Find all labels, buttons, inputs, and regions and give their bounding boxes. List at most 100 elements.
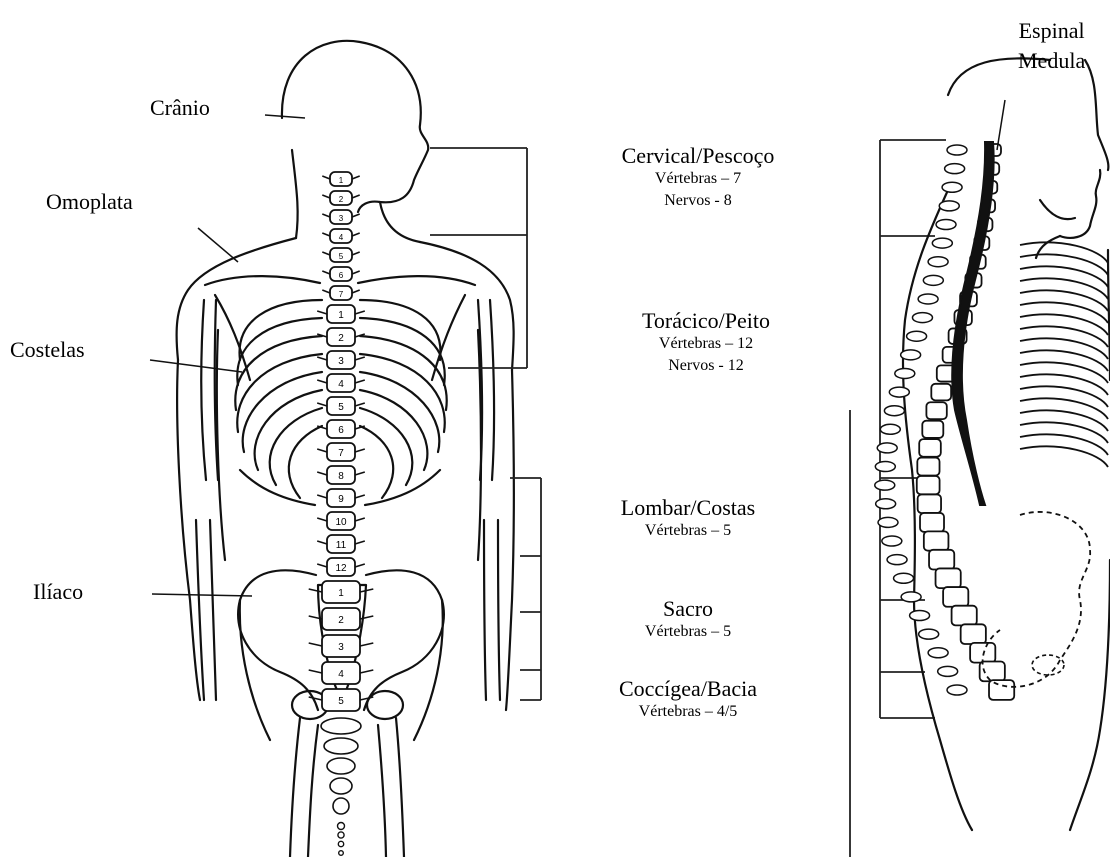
side-vertebra (980, 662, 1005, 682)
side-spinous-process (894, 573, 914, 583)
costelas-pointer (150, 360, 242, 372)
coccyx-segment (338, 832, 344, 838)
vertebra-number: 4 (338, 669, 344, 680)
region-detail: Nervos - 8 (568, 190, 828, 212)
region-lumbar: Lombar/Costas Vértebras – 5 (558, 495, 818, 542)
side-vertebra (965, 273, 981, 287)
side-vertebra (943, 347, 962, 363)
vertebra-number: 4 (339, 233, 344, 242)
humerus-left (201, 300, 218, 480)
side-spinous-process (907, 331, 927, 341)
side-vertebra (920, 513, 944, 532)
side-vertebra (989, 680, 1014, 700)
sacral-segment (327, 758, 355, 774)
cranio-pointer (265, 115, 305, 118)
cranio-label: Crânio (150, 96, 210, 120)
vertebra-number: 2 (338, 333, 344, 344)
head-outline (282, 41, 428, 212)
side-spinous-process (901, 350, 921, 360)
side-rib (1020, 350, 1108, 371)
femur-right (378, 718, 404, 857)
vertebra-number: 10 (335, 517, 347, 528)
clavicle-right (358, 276, 475, 285)
side-rib (1020, 398, 1108, 419)
region-name: Coccígea/Bacia (558, 676, 818, 701)
vertebra-number: 2 (339, 195, 344, 204)
neck-left (292, 150, 298, 238)
vertebra-number: 3 (339, 214, 344, 223)
vertebra-number: 1 (339, 176, 344, 185)
arm-left-inner (217, 330, 225, 560)
side-spinous-process (947, 685, 967, 695)
side-vertebra (987, 162, 1000, 174)
side-spinous-process (919, 629, 939, 639)
side-vertebra (917, 476, 940, 494)
region-detail: Nervos - 12 (576, 355, 836, 377)
hip-outline-right (414, 600, 443, 740)
region-detail: Vértebras – 5 (558, 520, 818, 542)
iliaco-label: Ilíaco (33, 580, 83, 604)
side-spinous-process (923, 275, 943, 285)
vertebra-number: 3 (338, 642, 344, 653)
side-rib (1020, 410, 1108, 431)
coccyx-segment (338, 823, 345, 830)
omoplata-label: Omoplata (46, 190, 133, 214)
side-spinous-process (901, 592, 921, 602)
side-spinous-process (878, 517, 898, 527)
side-rib (1020, 422, 1108, 443)
side-spinous-process (877, 443, 897, 453)
side-vertebra (981, 199, 995, 212)
side-spinous-process (876, 499, 896, 509)
side-vertebra (931, 384, 951, 401)
side-vertebra (926, 402, 946, 419)
side-spinous-process (882, 536, 902, 546)
side-rib (1020, 254, 1108, 275)
side-spinous-process (945, 164, 965, 174)
side-rib (1020, 242, 1108, 263)
side-spinous-process (910, 611, 930, 621)
side-jaw (1040, 200, 1075, 219)
side-rib (1020, 266, 1108, 287)
vertebra-number: 5 (338, 402, 344, 413)
vertebra-number: 9 (338, 494, 344, 505)
side-rib (1020, 326, 1108, 347)
vertebra-number: 6 (339, 271, 344, 280)
vertebra-number: 5 (339, 252, 344, 261)
side-vertebra (974, 236, 989, 250)
spinal-cord-pointer (997, 100, 1005, 150)
side-vertebra (943, 587, 968, 607)
side-rib (1020, 374, 1108, 395)
sacral-segment (324, 738, 358, 754)
region-name: Cervical/Pescoço (568, 143, 828, 168)
side-vertebra (917, 458, 939, 476)
pelvis-right-wing (364, 570, 444, 710)
side-spinous-process (942, 182, 962, 192)
side-vertebra (970, 643, 995, 663)
side-spinous-process (928, 257, 948, 267)
side-spinous-process (875, 462, 895, 472)
side-spinous-process (875, 480, 895, 490)
costelas-label: Costelas (10, 338, 85, 362)
side-spinous-process (887, 555, 907, 565)
side-rib (1020, 302, 1108, 323)
region-thoracic: Torácico/Peito Vértebras – 12 Nervos - 1… (576, 308, 836, 376)
side-ribs (1020, 242, 1108, 467)
vertebra-number: 12 (335, 563, 347, 574)
espinal-label-line1: Espinal (1018, 16, 1085, 46)
side-spinous-process (884, 406, 904, 416)
intestine-loop (1032, 655, 1064, 675)
coccyx-segment (338, 841, 343, 846)
side-spinous-process (889, 387, 909, 397)
scapula-left (215, 295, 250, 380)
side-abdomen-outline (1070, 560, 1110, 830)
side-vertebra (924, 531, 949, 550)
sacral-segment (333, 798, 349, 814)
hip-outline-left (240, 600, 270, 740)
side-rib (1020, 386, 1108, 407)
vertebra-number: 3 (338, 356, 344, 367)
side-spine (875, 144, 1014, 700)
side-vertebra (970, 255, 986, 269)
espinal-medula-label: Espinal Medula (1018, 16, 1085, 75)
